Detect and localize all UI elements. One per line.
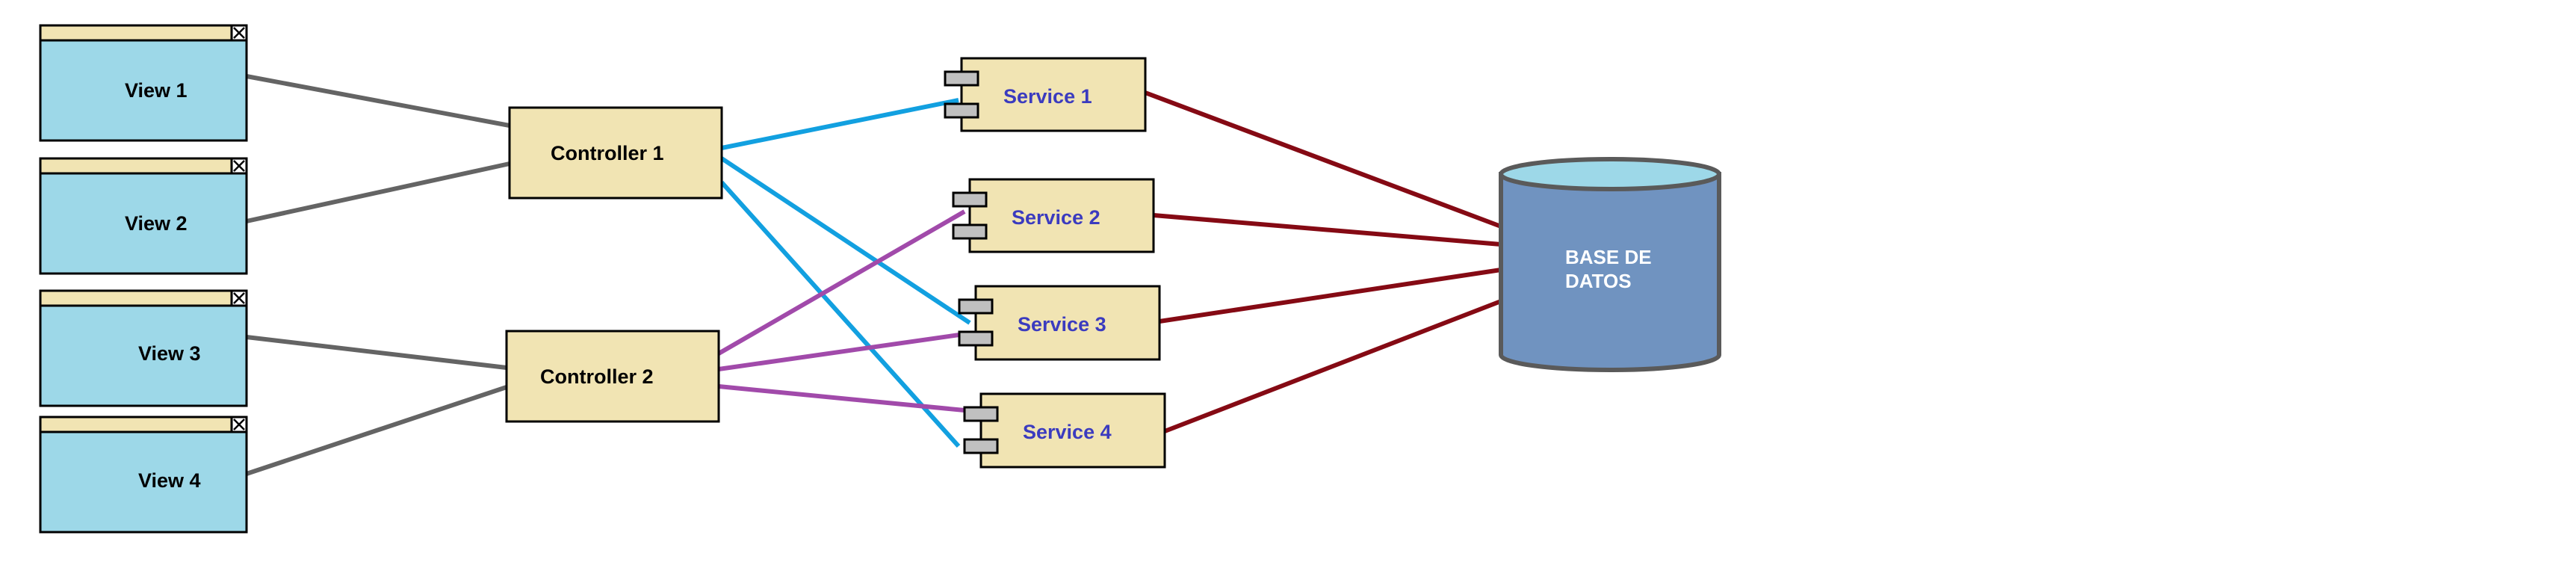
edge-controller-1-to-service-4	[719, 180, 961, 448]
edge-service-4-to-database	[1163, 299, 1502, 433]
edge-controller-2-to-service-2	[717, 209, 966, 356]
component-icon	[963, 406, 999, 454]
view-2-body	[39, 157, 248, 275]
close-box-icon	[230, 24, 248, 42]
service-4-box[interactable]: Service 4	[963, 392, 1166, 469]
edge-view-4-to-controller-2	[246, 385, 507, 476]
service-4-body	[979, 392, 1166, 469]
controller-1-label: Controller 1	[551, 142, 664, 164]
controller-2-body	[505, 330, 720, 423]
database-body	[1499, 172, 1721, 372]
service-2-body	[968, 178, 1155, 253]
view-3-titlebar	[39, 289, 248, 307]
service-3-label: Service 3	[1018, 313, 1106, 336]
service-1-body	[960, 57, 1147, 132]
service-1-label: Service 1	[1003, 85, 1092, 108]
close-box-icon	[230, 416, 248, 433]
view-4-box[interactable]: View 4	[39, 416, 248, 534]
component-icon	[958, 298, 994, 347]
database-top	[1499, 157, 1721, 191]
view-3-body	[39, 289, 248, 407]
view-1-label: View 1	[125, 79, 188, 102]
edge-controller-2-to-service-3	[718, 332, 965, 371]
view-2-titlebar	[39, 157, 248, 175]
view-1-box[interactable]: View 1	[39, 24, 248, 142]
database-label-line: DATOS	[1565, 270, 1632, 292]
controller-1-body	[508, 106, 723, 200]
view-4-titlebar	[39, 416, 248, 433]
view-2-label: View 2	[125, 212, 188, 235]
controller-1-box[interactable]: Controller 1	[508, 106, 723, 200]
edge-view-1-to-controller-1	[246, 74, 510, 128]
controller-2-label: Controller 2	[540, 365, 654, 388]
service-4-label: Service 4	[1023, 421, 1112, 443]
service-3-body	[974, 285, 1161, 361]
controller-2-box[interactable]: Controller 2	[505, 330, 720, 423]
edge-controller-1-to-service-3	[720, 156, 971, 325]
edge-service-1-to-database	[1144, 90, 1502, 229]
component-icon	[944, 70, 979, 119]
service-1-box[interactable]: Service 1	[944, 57, 1147, 132]
view-1-body	[39, 24, 248, 142]
close-box-icon	[230, 289, 248, 307]
nodes-layer: View 1 View 2 View 3 View 4 Controller 1 Cont…	[39, 24, 1721, 534]
view-3-box[interactable]: View 3	[39, 289, 248, 407]
view-4-label: View 4	[138, 469, 201, 492]
close-box-icon	[230, 157, 248, 175]
edges-layer	[246, 74, 1502, 476]
edge-controller-2-to-service-4	[718, 384, 965, 413]
edge-view-2-to-controller-1	[246, 161, 510, 223]
database-label-line: BASE DE	[1565, 246, 1652, 268]
edge-controller-1-to-service-1	[721, 98, 959, 150]
edge-view-3-to-controller-2	[246, 335, 507, 370]
view-4-body	[39, 416, 248, 534]
view-3-label: View 3	[138, 342, 201, 365]
edge-service-3-to-database	[1159, 268, 1502, 324]
view-1-titlebar	[39, 24, 248, 42]
edge-service-2-to-database	[1153, 213, 1502, 247]
component-icon	[952, 191, 988, 240]
service-3-box[interactable]: Service 3	[958, 285, 1161, 361]
view-2-box[interactable]: View 2	[39, 157, 248, 275]
service-2-box[interactable]: Service 2	[952, 178, 1155, 253]
service-2-label: Service 2	[1012, 206, 1100, 229]
